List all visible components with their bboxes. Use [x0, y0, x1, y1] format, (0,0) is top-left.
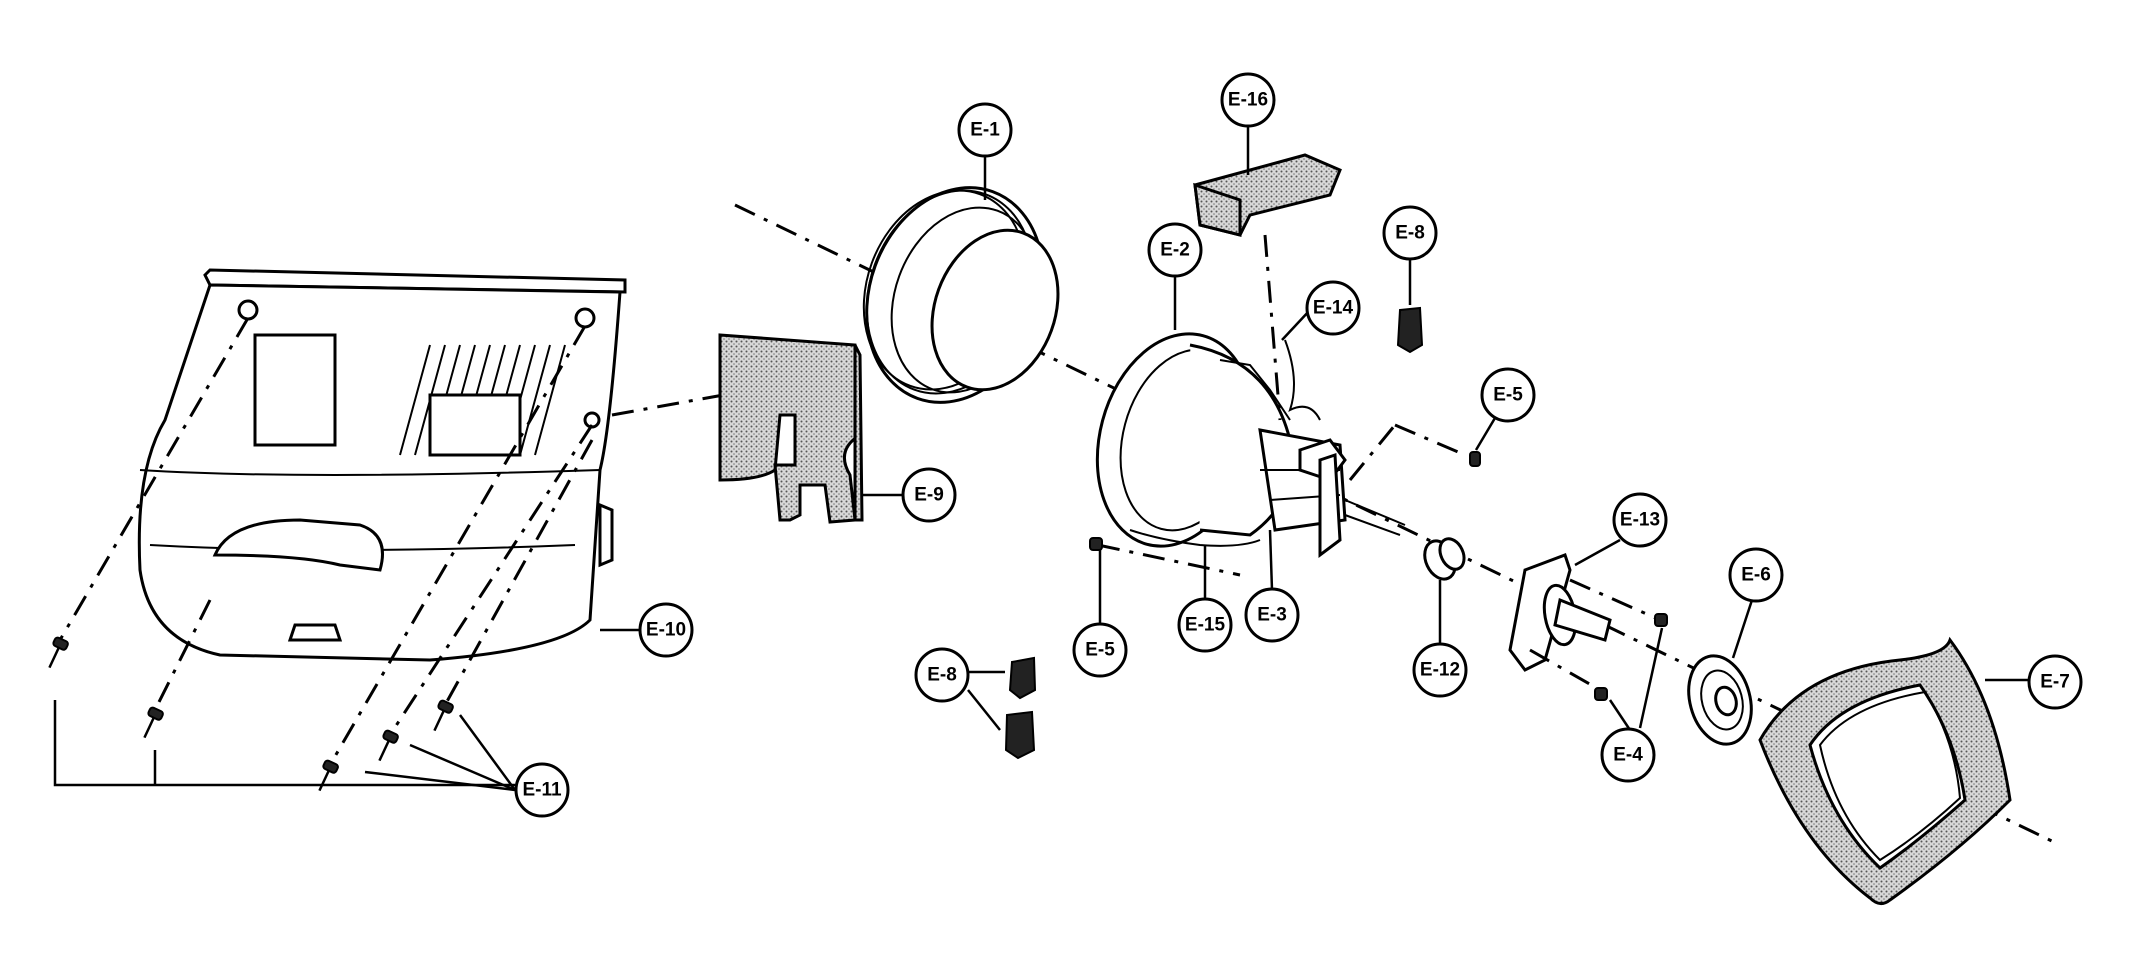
callout-e9: E-9 — [862, 467, 957, 523]
callout-e5-right: E-5 — [1474, 367, 1536, 451]
svg-text:E-10: E-10 — [646, 620, 686, 641]
callout-e16: E-16 — [1220, 72, 1276, 175]
callout-e6: E-6 — [1728, 547, 1784, 659]
cover-part — [1758, 636, 2012, 905]
svg-text:E-8: E-8 — [927, 665, 957, 686]
callout-e10: E-10 — [600, 602, 694, 658]
mount-plate-part — [1508, 553, 1661, 692]
svg-text:E-8: E-8 — [1395, 223, 1425, 244]
svg-text:E-13: E-13 — [1620, 510, 1660, 531]
svg-text:E-3: E-3 — [1257, 605, 1287, 626]
top-foam-part — [1193, 153, 1342, 421]
svg-text:E-1: E-1 — [970, 120, 1000, 141]
callout-e14: E-14 — [1281, 280, 1361, 341]
svg-text:E-2: E-2 — [1160, 240, 1190, 261]
motor-screw-right — [1348, 423, 1481, 481]
callout-e2: E-2 — [1147, 222, 1203, 330]
svg-text:E-6: E-6 — [1741, 565, 1771, 586]
callout-e3: E-3 — [1244, 529, 1300, 643]
hub-part — [1687, 654, 1753, 746]
svg-text:E-5: E-5 — [1085, 640, 1115, 661]
wire-nut-top — [1396, 306, 1424, 354]
svg-text:E-7: E-7 — [2040, 672, 2070, 693]
svg-text:E-16: E-16 — [1228, 90, 1268, 111]
svg-text:E-14: E-14 — [1313, 298, 1354, 319]
callout-e8-top: E-8 — [1382, 205, 1438, 305]
callout-e11: E-11 — [514, 762, 570, 818]
svg-text:E-5: E-5 — [1493, 385, 1523, 406]
callout-e15: E-15 — [1177, 545, 1233, 653]
callout-e7: E-7 — [1985, 654, 2083, 710]
svg-text:E-15: E-15 — [1185, 615, 1226, 636]
bearing-part — [1423, 537, 1466, 581]
callout-e1: E-1 — [957, 102, 1013, 200]
svg-text:E-4: E-4 — [1613, 745, 1643, 766]
svg-text:E-11: E-11 — [522, 780, 562, 801]
housing-part — [137, 268, 627, 662]
callout-e4: E-4 — [1600, 627, 1664, 783]
plate-screws — [1594, 613, 1668, 701]
wire-nut-bottom — [1004, 656, 1037, 760]
motor-screw-left — [1089, 537, 1241, 577]
ring-part — [862, 186, 1060, 404]
callout-e13: E-13 — [1574, 492, 1668, 567]
foam-filter-part — [611, 333, 864, 524]
svg-text:E-9: E-9 — [914, 485, 944, 506]
callout-e5-left: E-5 — [1072, 550, 1128, 678]
svg-text:E-12: E-12 — [1420, 660, 1460, 681]
callout-e8-bottom: E-8 — [914, 647, 1005, 731]
callout-e12: E-12 — [1412, 580, 1468, 698]
screw-set — [48, 317, 594, 792]
motor-part — [1095, 332, 1406, 558]
